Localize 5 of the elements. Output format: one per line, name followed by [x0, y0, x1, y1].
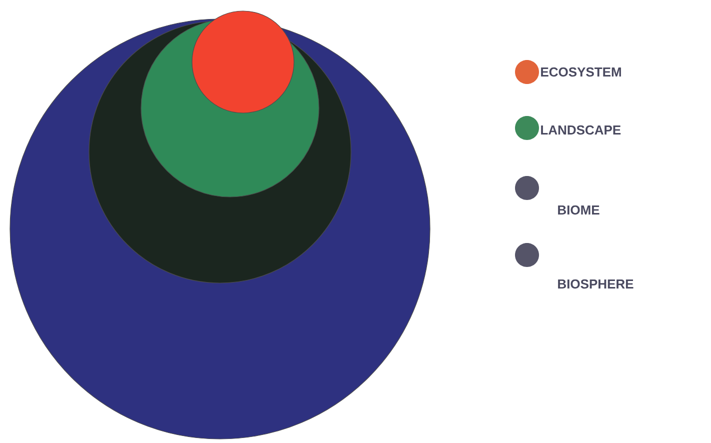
nested-circle: [192, 10, 294, 114]
legend-label: BIOSPHERE: [558, 279, 634, 289]
legend-label: ECOSYSTEM: [541, 67, 621, 77]
legend-label: LANDSCAPE: [541, 125, 621, 135]
legend-label: BIOME: [558, 205, 600, 215]
